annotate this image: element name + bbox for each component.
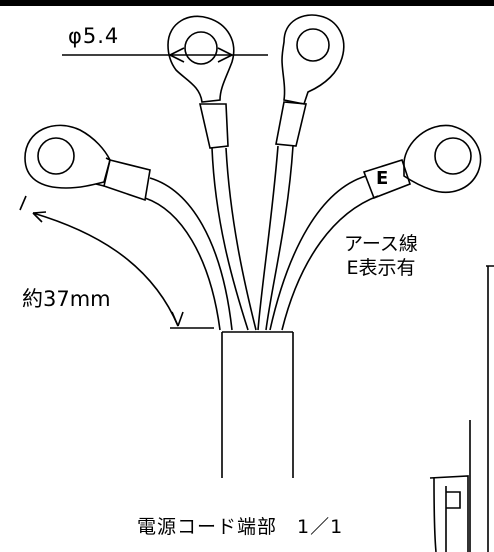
top-border xyxy=(0,0,494,6)
side-bracket xyxy=(429,475,469,552)
angle-leader-top xyxy=(19,195,27,211)
terminal-inner-right xyxy=(281,14,345,105)
drawing-caption: 電源コード端部 1／1 xyxy=(137,516,344,538)
sleeve-inner-right xyxy=(275,101,307,147)
earth-sleeve-mark: E xyxy=(376,168,389,189)
length-label: 約37mm xyxy=(22,287,111,311)
side-object xyxy=(469,265,494,552)
earth-note: アース線 E表示有 xyxy=(344,232,418,280)
earth-note-line-2: E表示有 xyxy=(346,257,416,279)
terminal-earth xyxy=(403,124,482,194)
angle-dim-arc xyxy=(32,212,179,327)
wire-inner-left xyxy=(211,147,257,331)
diameter-label: φ5.4 xyxy=(68,24,120,48)
wire-earth xyxy=(269,175,379,331)
sleeve-inner-left xyxy=(198,103,229,149)
sleeve-left xyxy=(103,159,151,202)
sleeve-earth xyxy=(362,159,411,200)
cable-jacket xyxy=(221,331,294,478)
earth-note-line-1: アース線 xyxy=(344,233,418,255)
wire-inner-right xyxy=(257,145,294,331)
wire-left xyxy=(144,177,233,331)
terminal-inner-left xyxy=(167,15,235,103)
